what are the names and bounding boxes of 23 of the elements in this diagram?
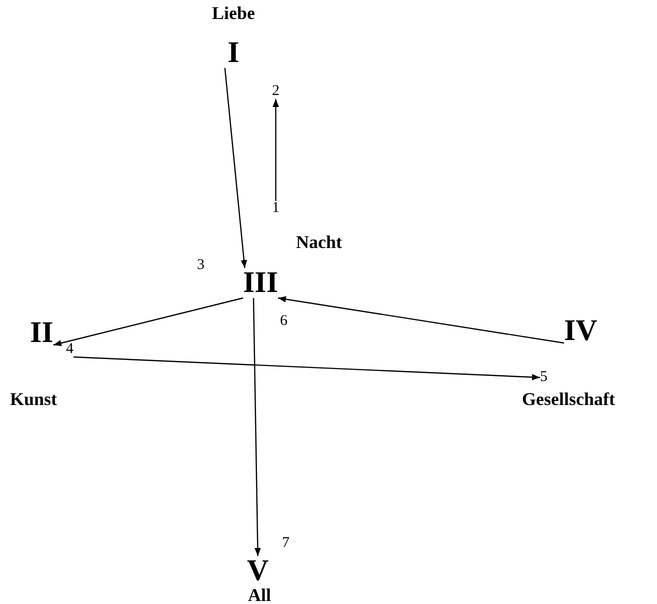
arrow: [278, 296, 564, 344]
theme-label: Nacht: [296, 233, 342, 251]
step-number: 4: [66, 342, 74, 357]
step-number: 7: [282, 536, 290, 551]
step-number: 1: [272, 201, 280, 216]
roman-numeral: I: [228, 38, 240, 68]
step-number: 2: [272, 84, 280, 99]
roman-numeral: V: [247, 556, 269, 586]
theme-label: Kunst: [10, 390, 58, 408]
roman-numeral: II: [30, 318, 54, 348]
arrow: [224, 68, 248, 268]
theme-label: Gesellschaft: [522, 390, 615, 408]
step-number: 5: [540, 370, 548, 385]
arrow: [272, 99, 279, 201]
arrow: [73, 356, 540, 380]
theme-label: All: [248, 586, 272, 604]
arrow: [252, 298, 261, 556]
roman-numeral: III: [243, 268, 278, 298]
theme-label: Liebe: [212, 4, 255, 22]
arrow: [53, 297, 244, 346]
step-number: 6: [280, 314, 288, 329]
roman-numeral: IV: [564, 316, 598, 346]
step-number: 3: [197, 258, 204, 273]
